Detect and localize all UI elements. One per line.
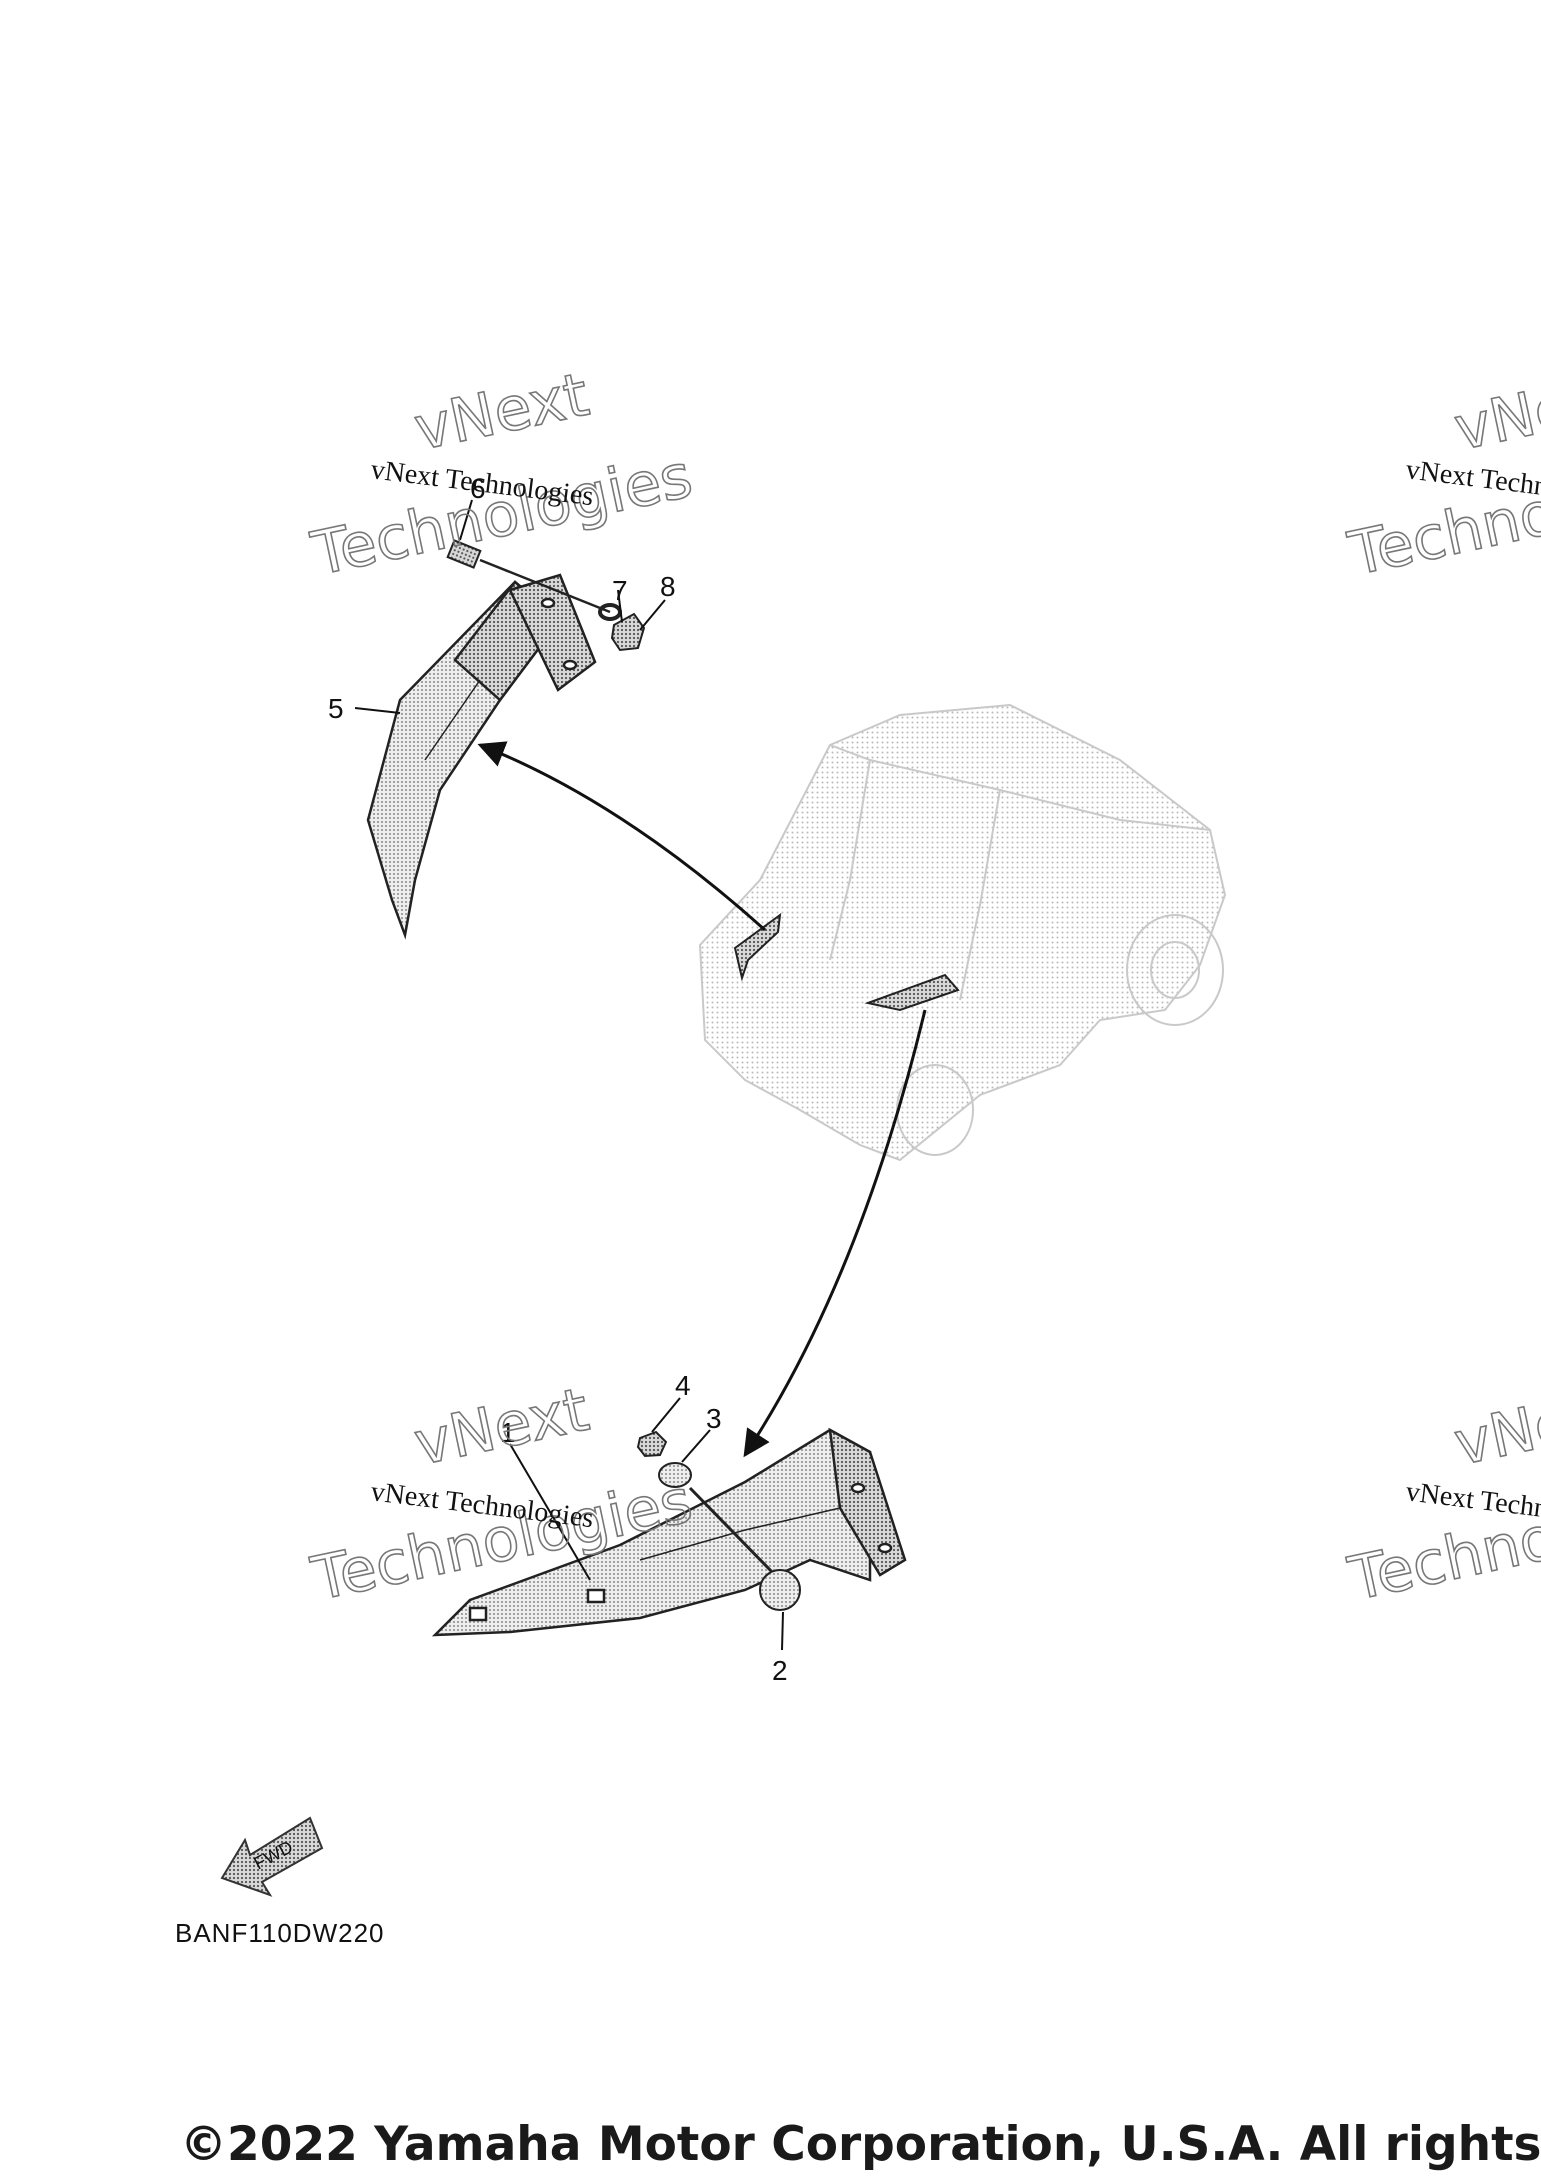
lower-mount-location <box>864 973 960 1012</box>
upper-mount-location <box>733 912 782 982</box>
part-1-guard <box>431 1427 907 1637</box>
svg-text:vNext: vNext <box>1449 1375 1541 1480</box>
part-2-knob <box>759 1569 801 1611</box>
callout-7: 7 <box>612 575 628 606</box>
watermark-top-left: vNext Technologies vNext Technologies <box>305 359 699 591</box>
vehicle-silhouette <box>698 703 1227 1162</box>
part-2-stud <box>688 1486 777 1577</box>
svg-text:vNext: vNext <box>1449 360 1541 465</box>
callout-8: 8 <box>660 571 676 602</box>
diagram-code: BANF110DW220 <box>175 1918 385 1948</box>
callout-2: 2 <box>772 1655 788 1686</box>
callout-4: 4 <box>675 1370 691 1401</box>
part-4-nut <box>636 1430 668 1458</box>
leader-lines <box>354 499 784 1651</box>
callout-1: 1 <box>500 1417 516 1448</box>
arrow-to-part-5 <box>477 741 767 932</box>
watermark-top-right: vNext Technologies vNext Technologies <box>1342 359 1541 591</box>
svg-text:vNext: vNext <box>409 1375 595 1480</box>
fwd-arrow: FWD <box>220 1816 324 1897</box>
copyright-notice: ©2022 Yamaha Motor Corporation, U.S.A. A… <box>180 2117 1541 2172</box>
callout-6: 6 <box>470 473 486 504</box>
part-8-nut <box>610 612 646 652</box>
part-3-washer <box>658 1462 692 1488</box>
watermark-bottom-right: vNext Technologies vNext Technologies <box>1342 1374 1541 1616</box>
part-5-guard <box>366 573 597 940</box>
svg-text:vNext: vNext <box>409 360 595 465</box>
callout-3: 3 <box>706 1403 722 1434</box>
arrow-to-part-1 <box>743 1009 927 1458</box>
callout-5: 5 <box>328 693 344 724</box>
part-6-bolt <box>446 539 611 614</box>
